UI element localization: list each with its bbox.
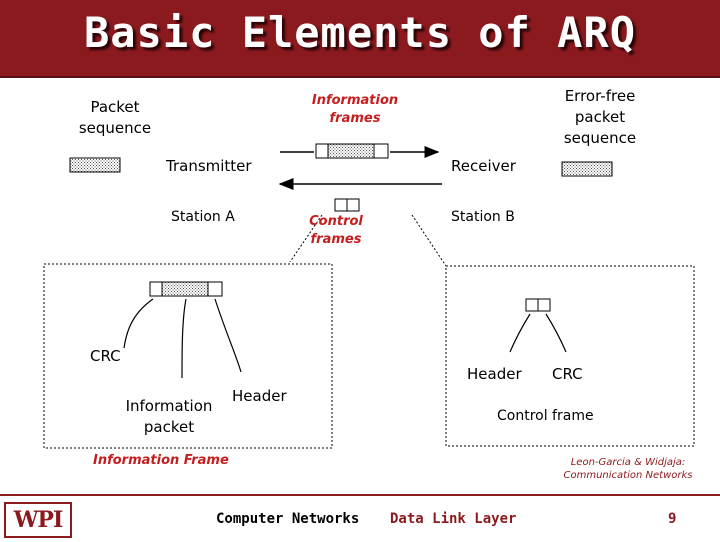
info-frame-detail [149, 281, 223, 297]
crc-pointer-line [123, 298, 154, 349]
header-pointer-line [214, 298, 242, 373]
citation: Leon-Garcia & Widjaja:Communication Netw… [563, 457, 693, 481]
header-right-label: Header [467, 365, 522, 383]
title-bar [0, 0, 720, 78]
slide-title: Basic Elements of ARQ [83, 8, 636, 57]
course-name: Computer Networks [216, 511, 360, 527]
transmitter-label: Transmitter [166, 157, 252, 175]
information-frame-label: Information Frame [93, 453, 229, 468]
topic-name: Data Link Layer [390, 511, 517, 527]
station-b-label: Station B [451, 209, 515, 225]
zoom-line-right [411, 214, 447, 267]
packet-sequence-block [69, 157, 121, 173]
control-frame-detail [525, 298, 551, 312]
crc-right-label: CRC [552, 365, 583, 383]
error-free-packet-block [561, 161, 613, 177]
payload-pointer-line [181, 298, 187, 379]
control-frame-transit [334, 198, 360, 212]
zoom-line-left [289, 214, 323, 263]
information-frame-box [43, 263, 333, 449]
receiver-label: Receiver [451, 157, 516, 175]
crc-left-label: CRC [90, 347, 121, 365]
page-number: 9 [668, 511, 677, 527]
control-frame-label: Control frame [497, 408, 594, 424]
footer-bar [0, 494, 720, 542]
info-frame-transit [315, 143, 389, 159]
control-crc-pointer-line [545, 313, 567, 353]
wpi-logo: WPI [4, 502, 72, 538]
header-left-label: Header [232, 387, 287, 405]
control-header-pointer-line [509, 313, 531, 353]
station-a-label: Station A [171, 209, 235, 225]
control-frame-box [445, 265, 695, 447]
